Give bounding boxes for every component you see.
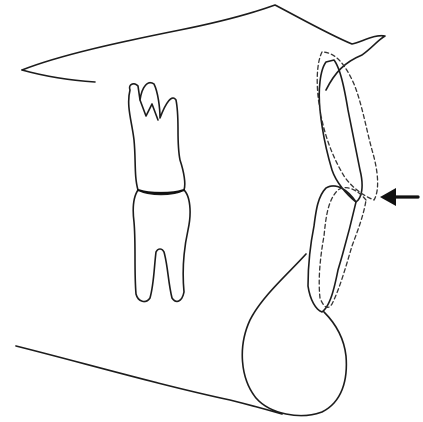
lower-incisor-solid — [308, 186, 356, 312]
arrow-left-icon — [380, 188, 418, 206]
upper-jaw-inner-line — [22, 70, 95, 82]
molar-occlusal-contact — [138, 190, 184, 193]
posterior-lower-molar — [133, 190, 190, 301]
posterior-upper-molar — [129, 83, 185, 194]
lower-incisor-dashed — [319, 188, 366, 308]
upper-incisor-dashed — [317, 52, 377, 200]
upper-jaw-outline — [22, 5, 385, 90]
chin-outline — [242, 254, 346, 416]
upper-molar-root-split — [140, 100, 158, 120]
upper-incisor-solid — [319, 60, 362, 202]
